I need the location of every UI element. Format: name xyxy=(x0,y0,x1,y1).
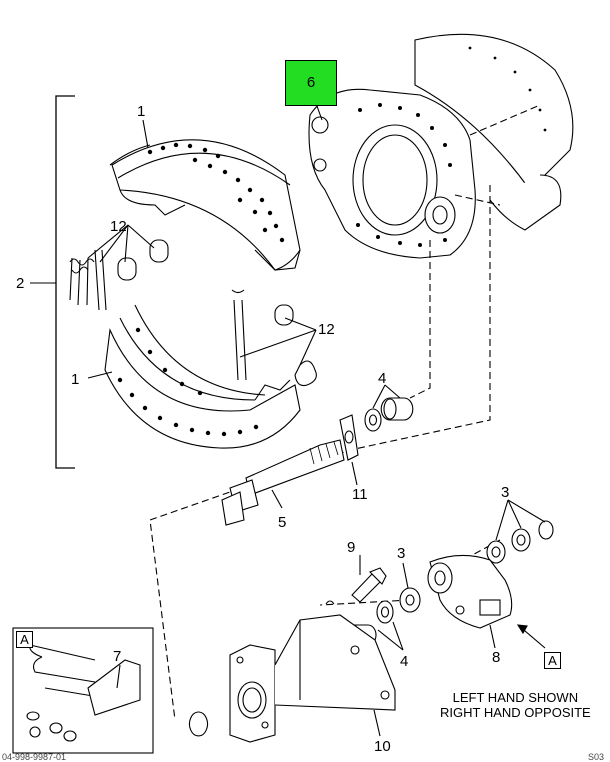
orientation-note-line2: RIGHT HAND OPPOSITE xyxy=(440,705,591,720)
slack-adjuster xyxy=(427,554,513,649)
lower-brake-shoe xyxy=(104,304,301,449)
washers-right xyxy=(486,499,554,564)
page-ref: S03 xyxy=(588,752,605,762)
camshaft-seal xyxy=(339,414,359,486)
callout-spider: 6 xyxy=(306,74,316,91)
callout-shoe-upper: 1 xyxy=(137,103,146,120)
detail-box-label: A xyxy=(16,631,33,648)
callout-spring-kit-left: 12 xyxy=(110,218,127,235)
doc-number: 04-998-9987-01 xyxy=(2,752,67,762)
spring-kit-left xyxy=(69,224,169,311)
callout-camshaft: 5 xyxy=(278,514,287,531)
mounting-bolt xyxy=(325,555,387,605)
detail-view-a xyxy=(12,627,154,754)
spring-kit-right xyxy=(231,289,317,387)
callout-spring-kit-right: 12 xyxy=(318,321,335,338)
callout-shoe-lower: 1 xyxy=(71,371,80,388)
callout-bushing-upper: 4 xyxy=(378,370,387,387)
brake-spider xyxy=(308,88,476,259)
camshaft xyxy=(221,439,345,526)
callout-washer-mid: 3 xyxy=(397,545,406,562)
washer-mid xyxy=(399,562,421,613)
callout-u-bolt: 7 xyxy=(113,648,122,665)
callout-bolt: 9 xyxy=(347,539,356,556)
orientation-note-line1: LEFT HAND SHOWN xyxy=(452,690,579,705)
camshaft-bushings-upper xyxy=(364,384,414,432)
callout-shoe-kit: 2 xyxy=(16,275,25,292)
callout-bracket: 10 xyxy=(374,738,391,755)
callout-bushing-lower: 4 xyxy=(400,653,409,670)
dust-shield xyxy=(414,33,574,231)
orientation-note: LEFT HAND SHOWN RIGHT HAND OPPOSITE xyxy=(440,690,591,720)
camshaft-bracket xyxy=(188,614,396,743)
slack-adjuster-view-ref[interactable]: A xyxy=(544,652,561,669)
callout-slack-adjuster: 8 xyxy=(492,649,501,666)
callout-washer-right: 3 xyxy=(501,484,510,501)
upper-brake-shoe xyxy=(109,139,301,271)
spider-highlight-callout[interactable]: 6 xyxy=(285,60,337,106)
callout-seal: 11 xyxy=(352,486,368,503)
shoe-kit-bracket xyxy=(55,95,75,469)
